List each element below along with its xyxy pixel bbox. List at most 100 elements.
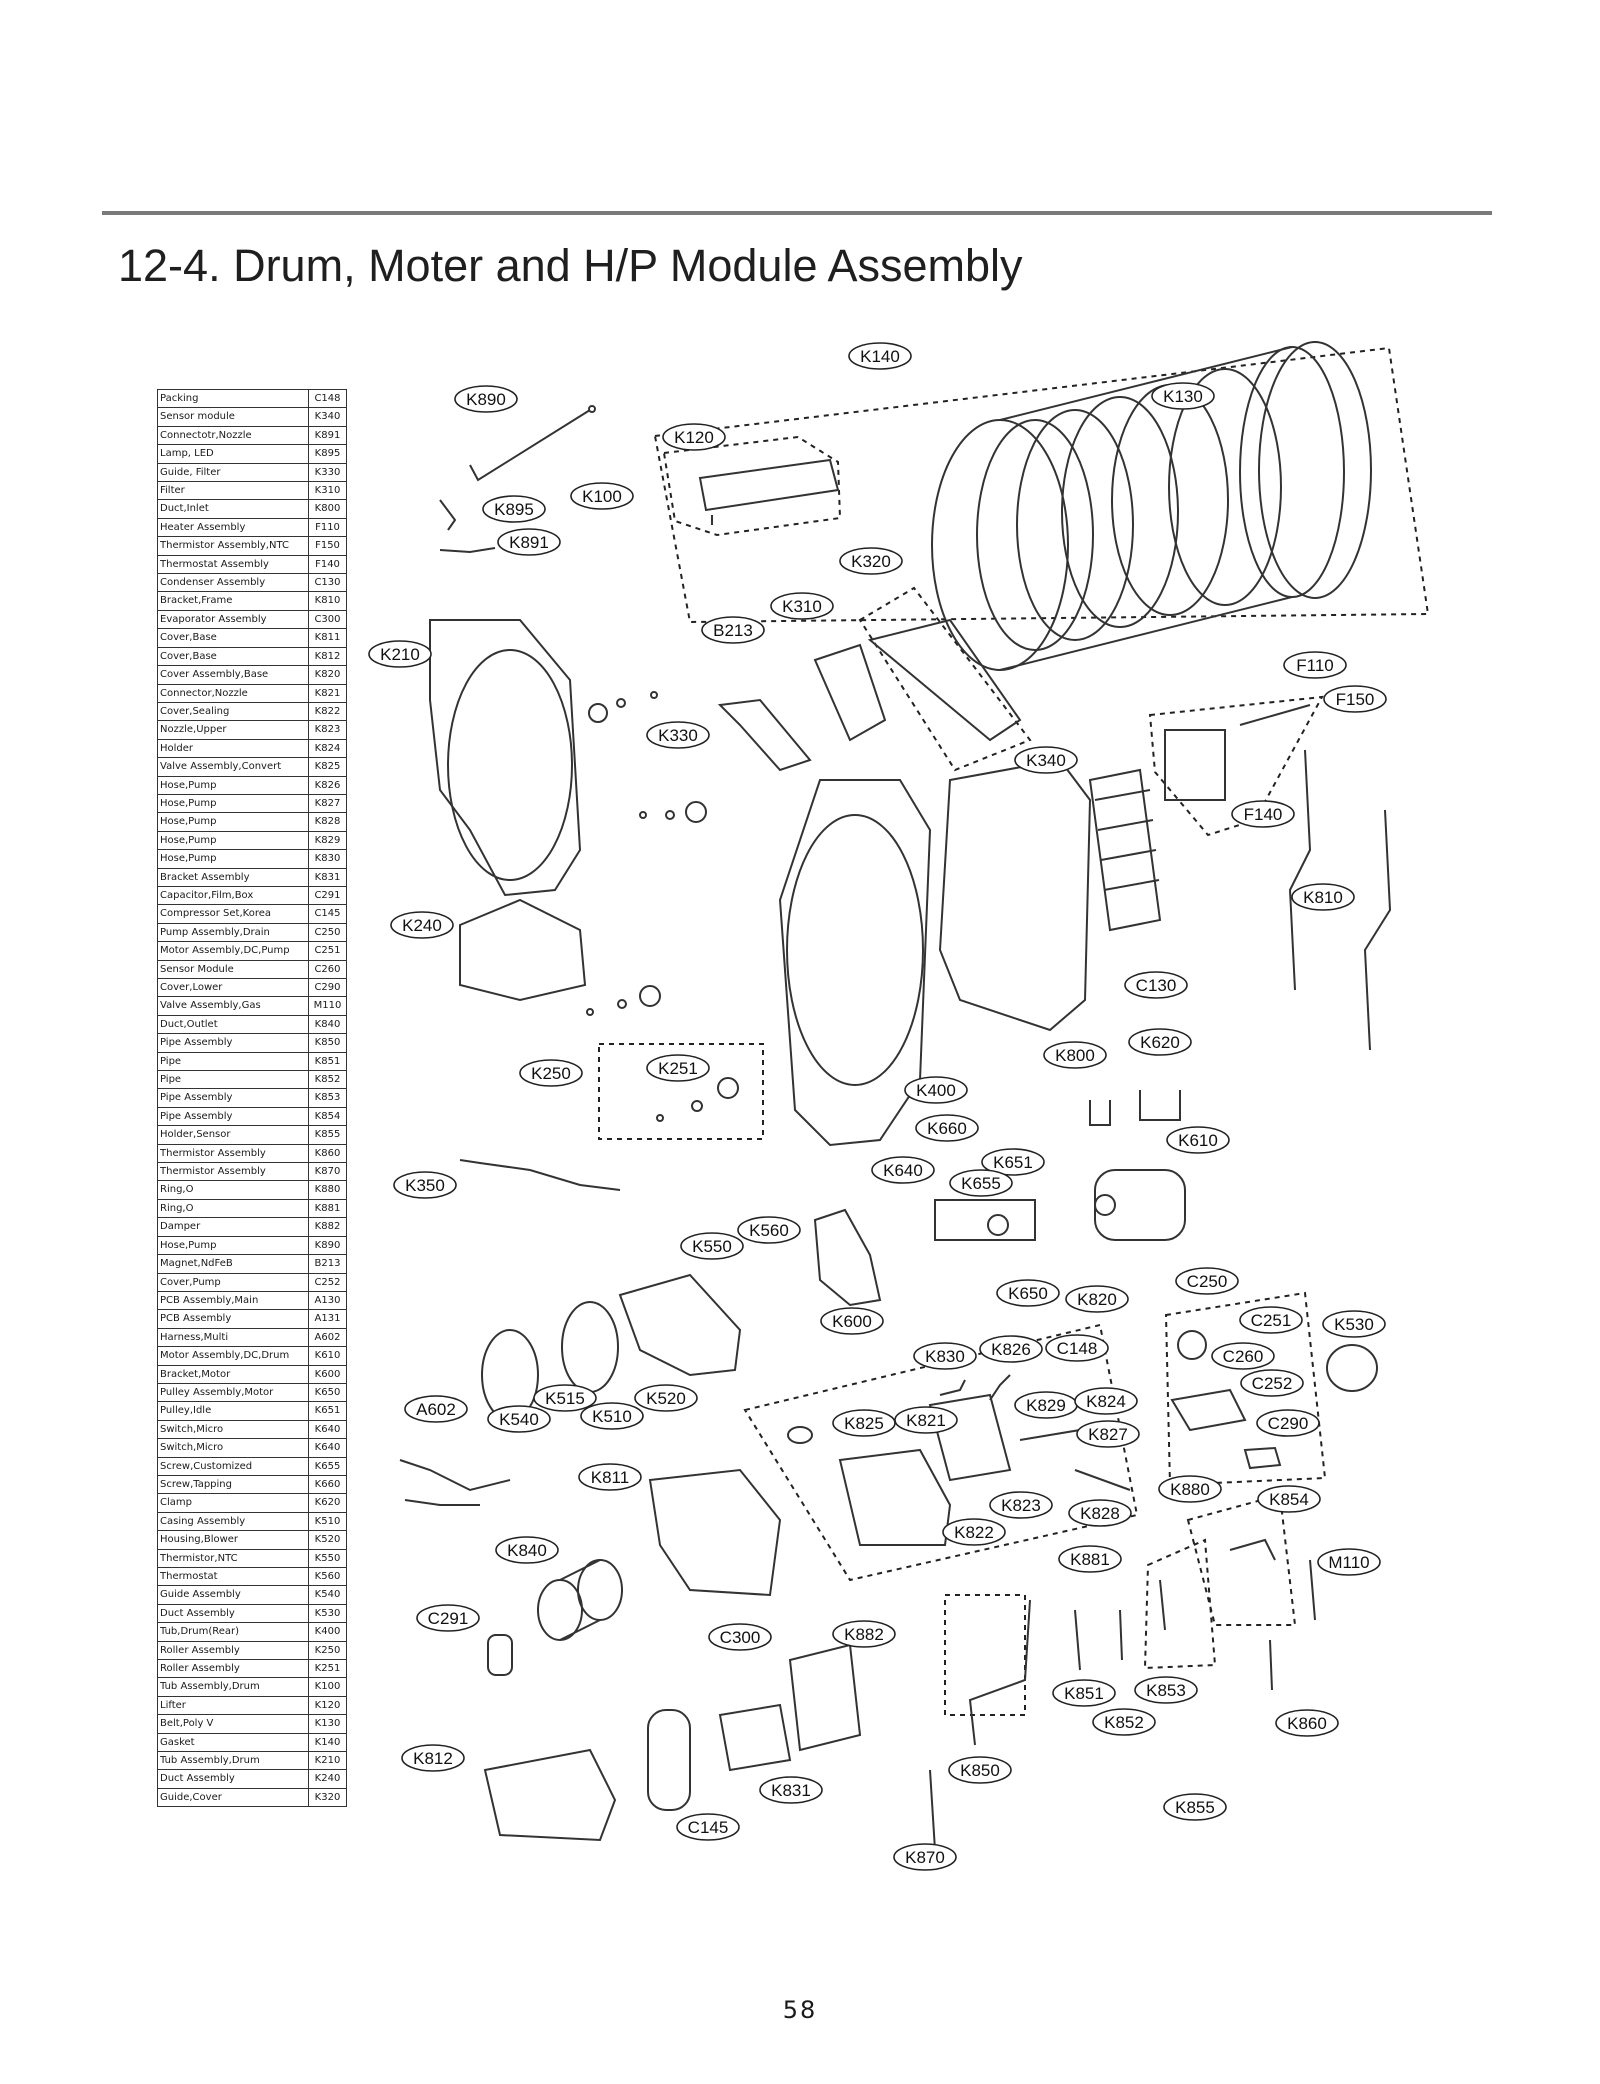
callout-label: K824	[1086, 1392, 1126, 1411]
rear-tub-sketch	[778, 779, 932, 1147]
part-code: K881	[308, 1198, 347, 1219]
callout-k340: K340	[1014, 746, 1078, 774]
callout-label: C300	[720, 1628, 761, 1647]
callout-bubble	[1175, 1267, 1239, 1295]
part-description: Motor Assembly,DC,Pump	[157, 941, 309, 961]
duct-inlet-sketch	[938, 758, 1092, 1032]
cover-base-k812-sketch	[483, 1748, 617, 1842]
part-description: Guide,Cover	[157, 1787, 309, 1808]
part-code: K825	[308, 757, 347, 777]
part-description: Motor Assembly,DC,Drum	[157, 1346, 309, 1366]
callout-label: K560	[749, 1221, 789, 1240]
part-code: K823	[308, 720, 347, 740]
callout-k853: K853	[1134, 1676, 1198, 1704]
part-code: K550	[308, 1548, 347, 1569]
callout-label: K651	[993, 1153, 1033, 1172]
callout-bubble	[1240, 1369, 1304, 1397]
part-code: B213	[308, 1254, 347, 1274]
callout-label: C291	[428, 1609, 469, 1628]
callout-c291: C291	[416, 1604, 480, 1632]
callout-label: K310	[782, 597, 822, 616]
callout-bubble	[533, 1384, 597, 1412]
callout-k130: K130	[1151, 382, 1215, 410]
callout-k600: K600	[820, 1307, 884, 1335]
page-title: 12-4. Drum, Moter and H/P Module Assembl…	[118, 240, 1023, 291]
callout-label: F110	[1296, 656, 1334, 675]
callout-k831: K831	[759, 1776, 823, 1804]
callout-k320: K320	[839, 547, 903, 575]
callout-k812: K812	[401, 1744, 465, 1772]
callout-k881: K881	[1058, 1545, 1122, 1573]
part-code: K850	[308, 1033, 347, 1053]
part-code: K400	[308, 1622, 347, 1642]
callout-k350: K350	[393, 1171, 457, 1199]
part-description: Housing,Blower	[157, 1530, 309, 1550]
callout-bubble	[676, 1813, 740, 1841]
callout-bubble	[662, 423, 726, 451]
callout-k560: K560	[737, 1216, 801, 1244]
callout-label: F140	[1244, 805, 1283, 824]
callout-label: K828	[1080, 1504, 1120, 1523]
part-description: Pulley Assembly,Motor	[157, 1382, 309, 1403]
callout-bubble	[893, 1843, 957, 1871]
part-code: K852	[308, 1070, 347, 1090]
harness-a602-sketch	[399, 1459, 511, 1506]
part-code: A602	[308, 1327, 347, 1348]
callout-label: K100	[582, 487, 622, 506]
part-code: K640	[308, 1419, 347, 1440]
callout-bubble	[708, 1623, 772, 1651]
duct-k240-sketch	[459, 898, 587, 1002]
callout-label: K882	[844, 1625, 884, 1644]
part-code: K120	[308, 1695, 347, 1716]
part-code: K829	[308, 830, 347, 851]
part-code: C130	[308, 573, 347, 593]
part-code: C251	[308, 941, 347, 961]
callout-bubble	[646, 1054, 710, 1082]
callout-k870: K870	[893, 1843, 957, 1871]
callout-label: K140	[860, 347, 900, 366]
callout-k890: K890	[454, 385, 518, 413]
callout-label: C148	[1057, 1339, 1098, 1358]
drain-pump-sketch	[1170, 1330, 1282, 1470]
callout-label: K820	[1077, 1290, 1117, 1309]
callout-bubble	[578, 1463, 642, 1491]
page-number: 58	[782, 1996, 818, 2024]
part-code: F110	[308, 517, 347, 538]
callout-k620: K620	[1128, 1028, 1192, 1056]
part-code: F140	[308, 554, 347, 575]
callout-label: K829	[1026, 1396, 1066, 1415]
callout-bubble	[1239, 1306, 1303, 1334]
callout-bubble	[1045, 1334, 1109, 1362]
guide-cover-group-outline	[858, 586, 1032, 772]
callout-bubble	[1092, 1708, 1156, 1736]
lamp-sketch	[439, 499, 496, 554]
callout-bubble	[1068, 1499, 1132, 1527]
part-description: Casing Assembly	[157, 1511, 309, 1532]
callout-bubble	[1275, 1709, 1339, 1737]
callout-k860: K860	[1275, 1709, 1339, 1737]
callout-k811: K811	[578, 1463, 642, 1491]
part-code: C291	[308, 885, 347, 906]
callout-f150: F150	[1323, 685, 1387, 713]
guide-filter-sketch	[717, 698, 812, 772]
callout-bubble	[646, 721, 710, 749]
callout-bubble	[904, 1076, 968, 1104]
callout-label: K530	[1334, 1315, 1374, 1334]
part-description: Valve Assembly,Convert	[157, 757, 309, 777]
callout-bubble	[1323, 685, 1387, 713]
callout-label: K854	[1269, 1490, 1309, 1509]
part-code: K870	[308, 1162, 347, 1182]
tub-front-sketch	[429, 619, 582, 897]
